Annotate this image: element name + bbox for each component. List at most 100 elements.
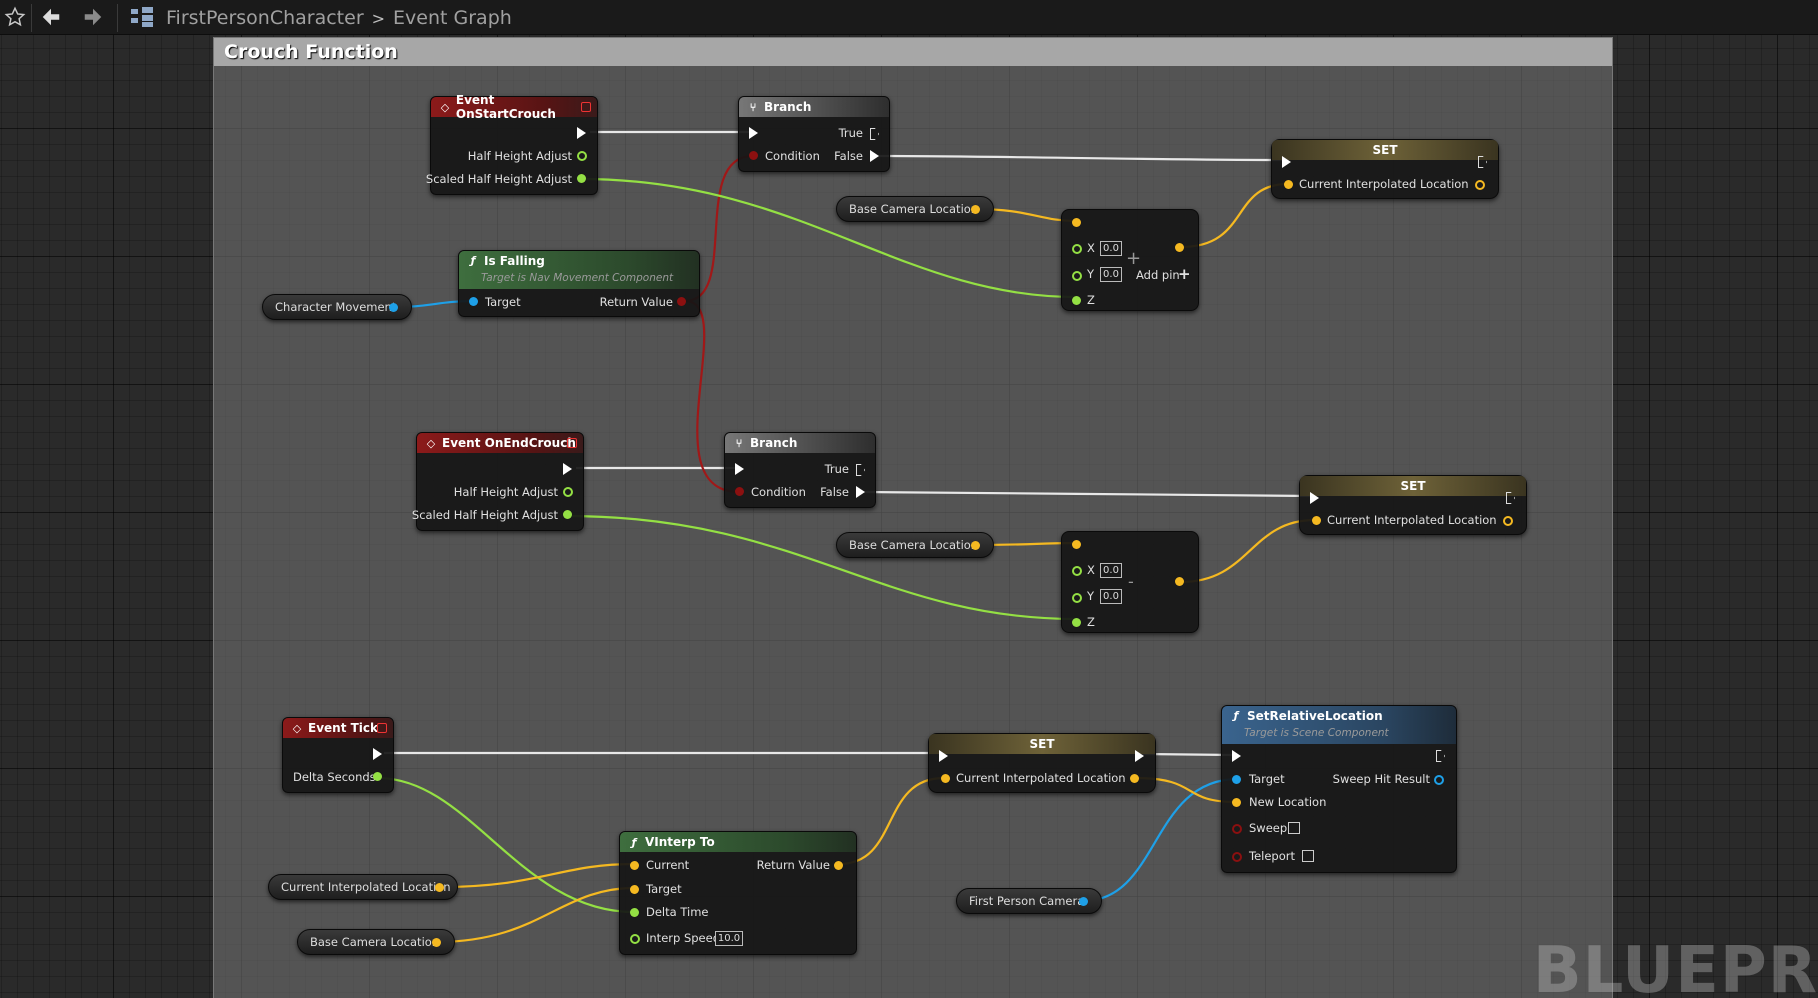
character-movement-var[interactable]: Character Movement — [262, 294, 412, 320]
delegate-pin-icon[interactable] — [581, 102, 591, 112]
breadcrumb-graph[interactable]: Event Graph — [393, 7, 512, 29]
first-person-camera-var[interactable]: First Person Camera — [956, 888, 1102, 914]
float-pin[interactable] — [563, 510, 572, 519]
set-node[interactable]: SET Current Interpolated Location — [1271, 139, 1499, 199]
delegate-pin-icon[interactable] — [377, 723, 387, 733]
bool-pin[interactable] — [1232, 852, 1242, 862]
vector-pin[interactable] — [1175, 577, 1184, 586]
base-camera-location-var[interactable]: Base Camera Location — [836, 532, 994, 558]
comment-header[interactable]: Crouch Function — [214, 38, 1612, 66]
vector-pin[interactable] — [1072, 540, 1081, 549]
exec-false-pin[interactable] — [856, 486, 865, 498]
bool-pin[interactable] — [1232, 824, 1242, 834]
float-pin[interactable] — [630, 934, 640, 944]
sweep-checkbox[interactable] — [1288, 822, 1300, 834]
set-node[interactable]: SET Current Interpolated Location — [928, 733, 1156, 793]
back-arrow-icon[interactable] — [38, 4, 64, 30]
struct-out-pin[interactable] — [1434, 775, 1444, 785]
y-value-field[interactable]: 0.0 — [1100, 267, 1122, 282]
vector-out-pin[interactable] — [1475, 180, 1485, 190]
exec-in-pin[interactable] — [749, 127, 758, 139]
exec-true-pin[interactable] — [856, 464, 865, 476]
exec-out-pin[interactable] — [1135, 750, 1144, 762]
object-pin[interactable] — [389, 303, 398, 312]
set-node[interactable]: SET Current Interpolated Location — [1299, 475, 1527, 535]
add-pin-plus-icon[interactable]: + — [1178, 265, 1191, 283]
vector-pin[interactable] — [1312, 516, 1321, 525]
add-pin-label[interactable]: Add pin — [1136, 268, 1180, 282]
event-tick-node[interactable]: ◇Event Tick Delta Seconds — [282, 717, 394, 793]
teleport-checkbox[interactable] — [1302, 850, 1314, 862]
float-pin[interactable] — [1072, 296, 1081, 305]
event-onstartcrouch-node[interactable]: ◇Event OnStartCrouch Half Height Adjust … — [426, 93, 598, 195]
pin-label: Return Value — [599, 295, 673, 309]
x-value-field[interactable]: 0.0 — [1100, 241, 1122, 256]
node-title: SET — [1400, 479, 1426, 493]
interp-speed-field[interactable]: 10.0 — [715, 931, 743, 946]
vector-out-pin[interactable] — [1503, 516, 1513, 526]
exec-in-pin[interactable] — [1282, 156, 1291, 168]
float-pin[interactable] — [1072, 244, 1082, 254]
branch-node[interactable]: ⑂Branch True Condition False — [738, 96, 890, 172]
float-pin[interactable] — [1072, 593, 1082, 603]
exec-out-pin[interactable] — [1506, 492, 1515, 504]
base-camera-location-var[interactable]: Base Camera Location — [297, 929, 455, 955]
vector-out-pin[interactable] — [1130, 774, 1139, 783]
base-camera-location-var[interactable]: Base Camera Location — [836, 196, 994, 222]
object-pin[interactable] — [469, 297, 478, 306]
float-pin[interactable] — [373, 772, 382, 781]
x-value-field[interactable]: 0.0 — [1100, 563, 1122, 578]
vector-pin[interactable] — [1175, 243, 1184, 252]
exec-out-pin[interactable] — [563, 463, 572, 475]
exec-false-pin[interactable] — [870, 150, 879, 162]
y-value-field[interactable]: 0.0 — [1100, 589, 1122, 604]
breadcrumb-blueprint[interactable]: FirstPersonCharacter — [166, 7, 364, 29]
object-pin[interactable] — [1079, 897, 1088, 906]
vector-add-node[interactable]: X 0.0 Y 0.0 Z + Add pin + — [1061, 209, 1199, 311]
float-pin[interactable] — [1072, 618, 1081, 627]
vector-pin[interactable] — [971, 205, 980, 214]
forward-arrow-icon[interactable] — [80, 4, 106, 30]
vector-pin[interactable] — [435, 883, 444, 892]
vector-pin[interactable] — [1284, 180, 1293, 189]
float-pin[interactable] — [577, 174, 586, 183]
float-pin[interactable] — [1072, 271, 1082, 281]
exec-out-pin[interactable] — [1478, 156, 1487, 168]
exec-in-pin[interactable] — [939, 750, 948, 762]
pin-label: Current Interpolated Location — [1327, 513, 1497, 527]
bool-pin[interactable] — [677, 297, 686, 306]
exec-in-pin[interactable] — [1232, 750, 1241, 762]
float-pin[interactable] — [1072, 566, 1082, 576]
exec-out-pin[interactable] — [577, 127, 586, 139]
vector-pin[interactable] — [941, 774, 950, 783]
vector-pin[interactable] — [1072, 218, 1081, 227]
delegate-pin-icon[interactable] — [567, 438, 577, 448]
vector-out-pin[interactable] — [834, 861, 843, 870]
float-pin[interactable] — [563, 487, 573, 497]
vector-pin[interactable] — [630, 885, 639, 894]
exec-out-pin[interactable] — [373, 748, 382, 760]
vector-pin[interactable] — [971, 541, 980, 550]
object-pin[interactable] — [1232, 775, 1241, 784]
vector-subtract-node[interactable]: X 0.0 Y 0.0 Z - — [1061, 531, 1199, 633]
bool-pin[interactable] — [749, 151, 758, 160]
event-onendcrouch-node[interactable]: ◇Event OnEndCrouch Half Height Adjust Sc… — [412, 432, 584, 531]
float-pin[interactable] — [577, 151, 587, 161]
current-interpolated-location-var[interactable]: Current Interpolated Location — [268, 874, 458, 900]
vector-pin[interactable] — [432, 938, 441, 947]
exec-true-pin[interactable] — [870, 128, 879, 140]
float-pin[interactable] — [630, 908, 639, 917]
pin-label: Current Interpolated Location — [956, 771, 1126, 785]
vector-pin[interactable] — [1232, 798, 1241, 807]
exec-out-pin[interactable] — [1436, 750, 1445, 762]
branch-node[interactable]: ⑂Branch True Condition False — [724, 432, 876, 508]
bool-pin[interactable] — [735, 487, 744, 496]
exec-in-pin[interactable] — [1310, 492, 1319, 504]
exec-in-pin[interactable] — [735, 463, 744, 475]
vector-pin[interactable] — [630, 861, 639, 870]
favorite-star-icon[interactable] — [2, 4, 28, 30]
